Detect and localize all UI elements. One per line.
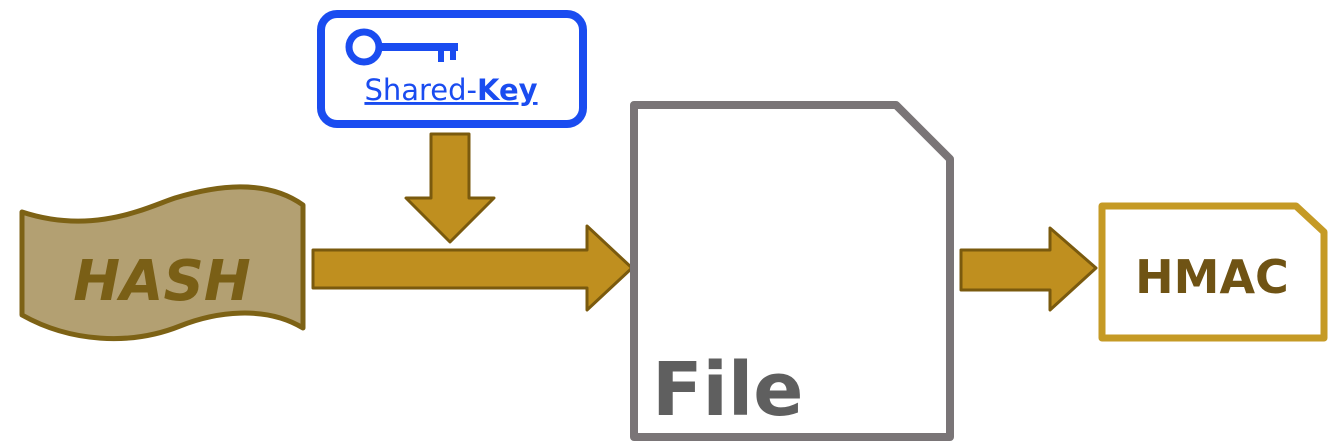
- hash-banner: [19, 184, 306, 342]
- arrow-hash-to-file: [311, 224, 634, 312]
- hmac-box: [1098, 202, 1328, 342]
- hmac-label: HMAC: [1135, 250, 1289, 304]
- arrow-key-down: [404, 132, 496, 244]
- shared-key-label-bold: Key: [477, 73, 538, 107]
- key-icon: [345, 28, 458, 66]
- shared-key-label: Shared-Key: [364, 73, 537, 107]
- arrow-file-to-hmac: [959, 226, 1098, 312]
- shared-key-label-prefix: Shared-: [364, 73, 477, 107]
- file-document: [630, 101, 954, 441]
- hash-label: HASH: [73, 249, 250, 314]
- shared-key-box: [317, 10, 587, 128]
- file-label: File: [652, 347, 803, 433]
